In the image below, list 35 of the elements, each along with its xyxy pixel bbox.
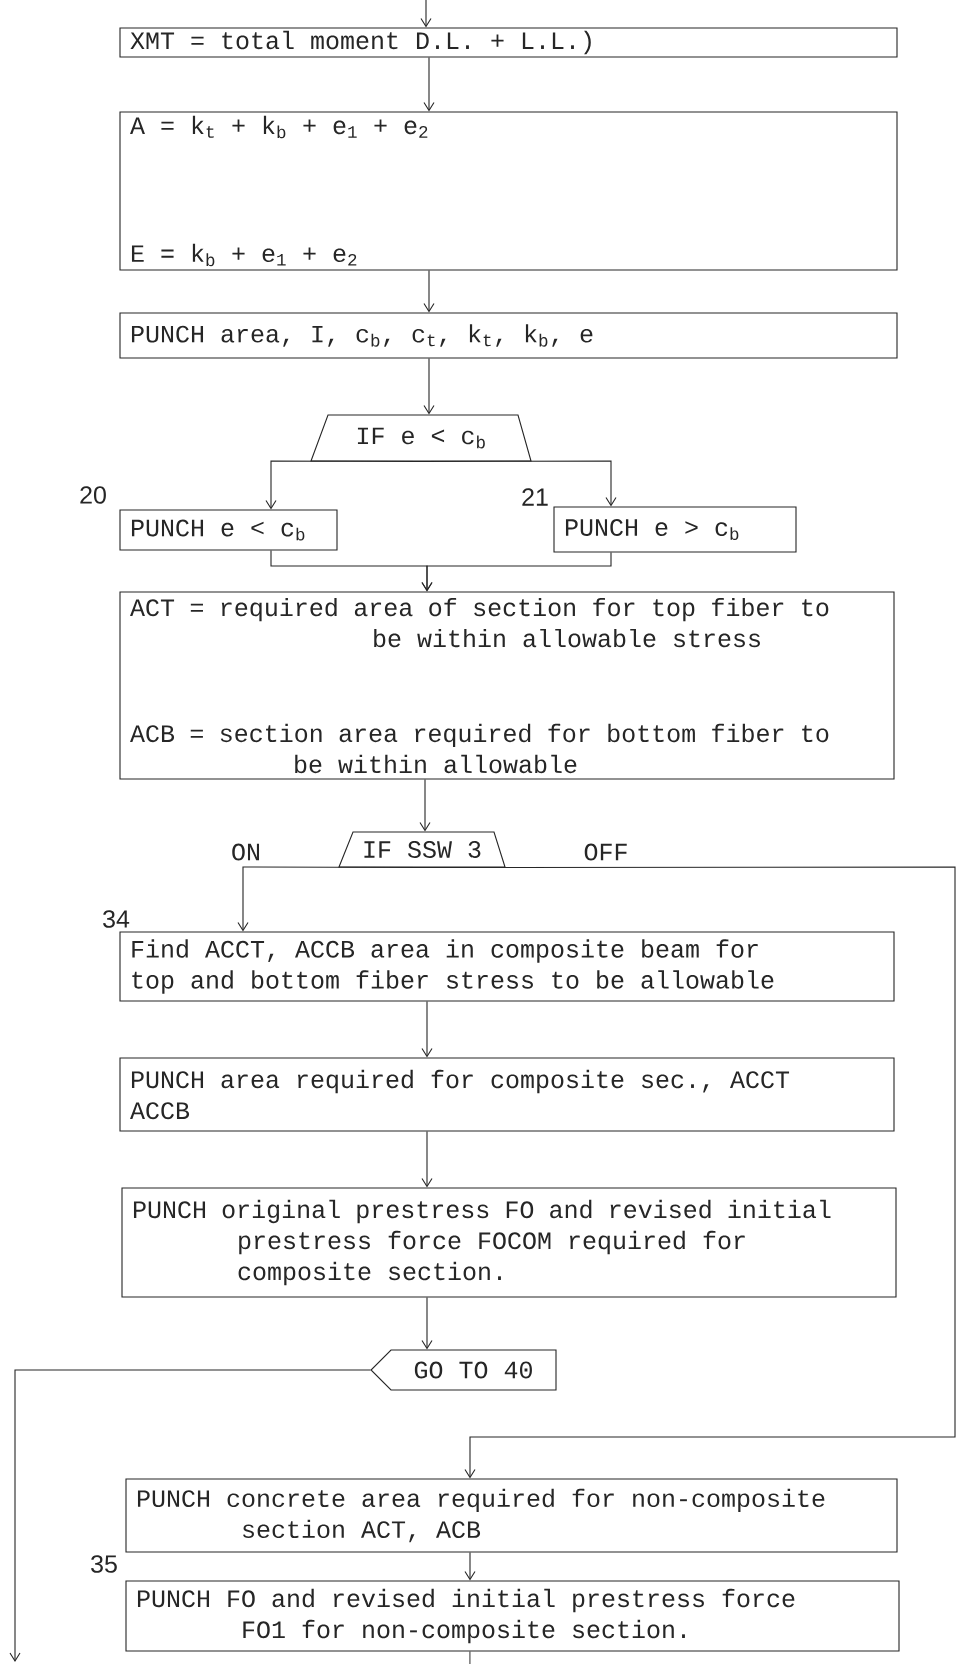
edge-label: ON bbox=[229, 841, 263, 863]
arrow bbox=[421, 1131, 433, 1188]
arrow bbox=[421, 552, 612, 592]
step-number: 21 bbox=[522, 488, 548, 506]
arrow bbox=[421, 866, 956, 1479]
process-box: XMT = total moment D.L. + L.L.) bbox=[119, 27, 898, 58]
arrow bbox=[237, 866, 423, 932]
step-number: 20 bbox=[80, 486, 106, 504]
step-number: 34 bbox=[103, 910, 130, 928]
arrow bbox=[420, 460, 617, 507]
process-box: PUNCH concrete area required for non-composite section ACT, ACB bbox=[125, 1478, 898, 1553]
process-box: Find ACCT, ACCB area in composite beam for top and bottom fiber stress to be allowable bbox=[119, 931, 895, 1002]
arrow bbox=[423, 270, 435, 313]
process-box: PUNCH original prestress FO and revised initial prestress force FOCOM required for composite section. bbox=[121, 1187, 897, 1298]
step-number: 35 bbox=[91, 1555, 117, 1573]
arrow bbox=[420, 0, 432, 28]
decision-box: IF e < c$_{b}$ bbox=[310, 414, 532, 462]
edge-label: OFF bbox=[581, 841, 631, 863]
arrow bbox=[423, 57, 435, 112]
arrow bbox=[423, 358, 435, 415]
process-box: PUNCH e < c$_{b}$ bbox=[119, 509, 338, 551]
goto-box: GO TO 40 bbox=[370, 1349, 557, 1391]
arrow bbox=[421, 1001, 433, 1058]
arrow bbox=[464, 1552, 476, 1581]
decision-box: IF SSW 3 bbox=[338, 831, 506, 868]
process-box: PUNCH e > c$_{b}$ bbox=[553, 506, 797, 553]
process-box: PUNCH area required for composite sec., ACCT ACCB bbox=[119, 1057, 895, 1132]
process-box: PUNCH area, I, c$_{b}$, c$_{t}$, k$_{t}$, k$_{b}$, e bbox=[119, 312, 898, 359]
process-box: ACT = required area of section for top fiber to be within allowable stress ACB = section area required for bottom fiber to be within allowable bbox=[119, 591, 895, 780]
process-box: PUNCH FO and revised initial prestress force FO1 for non-composite section. bbox=[125, 1580, 900, 1652]
arrow bbox=[265, 460, 422, 510]
arrow bbox=[9, 1369, 371, 1662]
process-box: A = k$_{t}$ + k$_{b}$ + e$_{1}$ + e$_{2}$ E = k$_{b}$ + e$_{1}$ + e$_{2}$ bbox=[119, 111, 898, 271]
arrow bbox=[421, 1297, 433, 1350]
arrow bbox=[419, 779, 431, 832]
